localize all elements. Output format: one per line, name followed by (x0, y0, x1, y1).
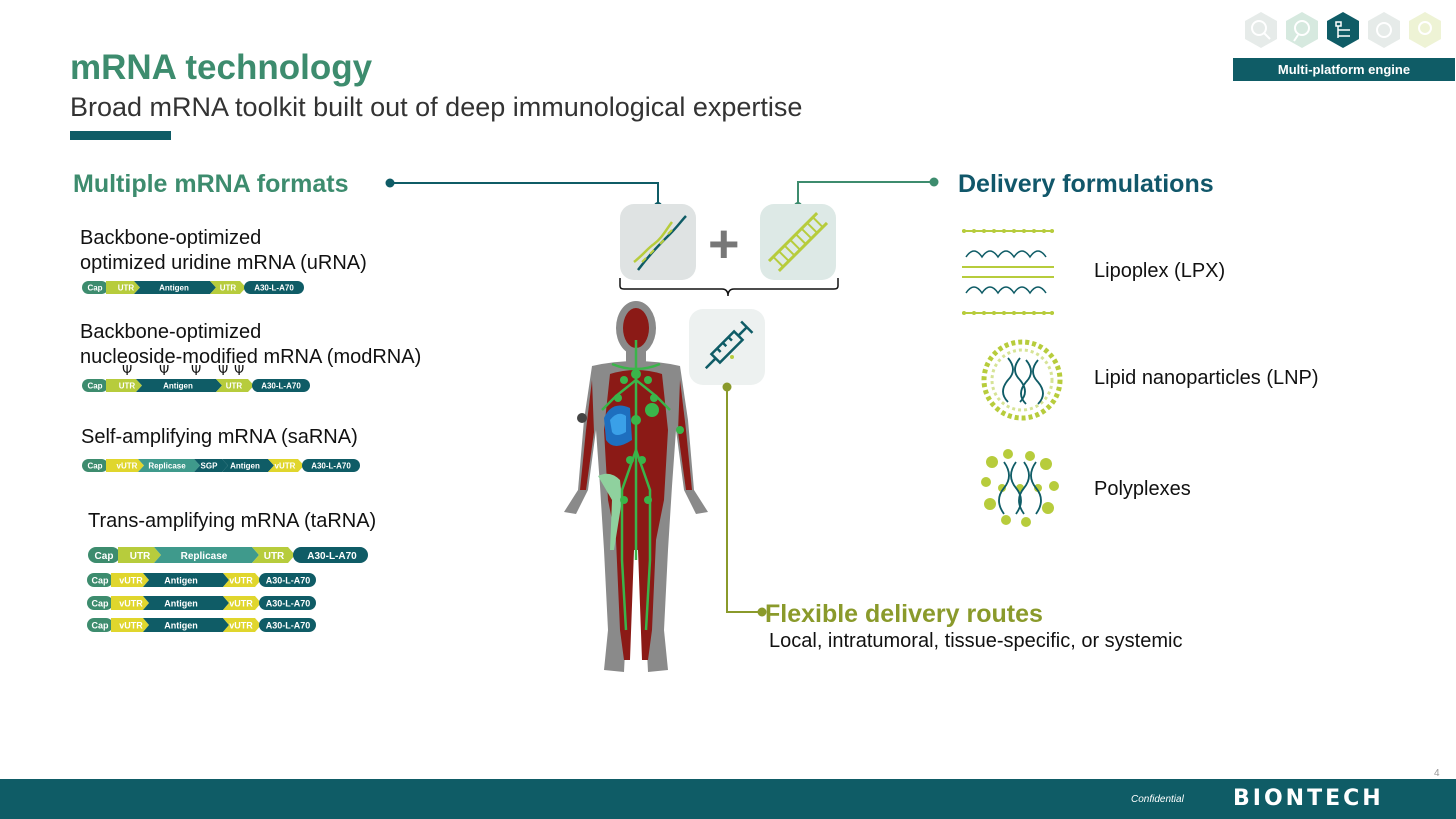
routes-heading: Flexible delivery routes (765, 600, 1043, 628)
psi-mark-5: Ψ (234, 364, 245, 379)
lipid-bilayer-icon (767, 211, 829, 273)
urna-seg-cap: Cap (87, 284, 102, 293)
sarna-seg-antigen: Antigen (230, 462, 260, 471)
mrna-strand-icon (633, 215, 687, 271)
syringe-icon (704, 320, 754, 370)
tarna-antigen-construct-1: Cap vUTR Antigen vUTR A30-L-A70 (87, 573, 316, 587)
confidential-label: Confidential (1131, 794, 1184, 805)
modrna-seg-utr3: UTR (226, 382, 243, 391)
lipoplex-icon (962, 229, 1054, 315)
platform-icon-active (1327, 12, 1359, 48)
urna-seg-tail: A30-L-A70 (254, 284, 294, 293)
tarna-rep-seg-utr3: UTR (264, 551, 285, 562)
syringe-tile (689, 309, 765, 385)
modrna-line2: nucleoside-modified mRNA (modRNA) (80, 346, 422, 368)
formats-heading: Multiple mRNA formats (73, 170, 349, 198)
psi-mark-4: Ψ (218, 364, 229, 379)
psi-mark-2: Ψ (159, 364, 170, 379)
modrna-construct: Cap UTR Antigen UTR A30-L-A70 (82, 379, 310, 392)
tarna-ag2-seg-vutr3: vUTR (229, 599, 253, 609)
tarna-ag3-seg-antigen: Antigen (164, 621, 198, 631)
platform-icon-4 (1368, 12, 1400, 48)
tarna-ag3-seg-tail: A30-L-A70 (266, 621, 311, 631)
tarna-ag2-seg-vutr5: vUTR (119, 599, 143, 609)
human-body-illustration (564, 301, 708, 672)
tarna-rep-seg-cap: Cap (95, 551, 114, 562)
delivery-item-lnp: Lipid nanoparticles (LNP) (1094, 367, 1319, 389)
modrna-label: Backbone-optimized nucleoside-modified m… (80, 320, 421, 370)
modrna-seg-cap: Cap (87, 382, 102, 391)
platform-icon-5 (1409, 12, 1441, 48)
footer-bar (0, 779, 1456, 819)
tarna-antigen-construct-2: Cap vUTR Antigen vUTR A30-L-A70 (87, 596, 316, 610)
platform-label: Multi-platform engine (1233, 58, 1455, 81)
biontech-logo: BIONTECH (1233, 786, 1384, 811)
tarna-ag3-seg-vutr3: vUTR (229, 621, 253, 631)
tarna-ag3-seg-cap: Cap (91, 621, 109, 631)
urna-label: Backbone-optimized optimized uridine mRN… (80, 226, 367, 276)
sarna-seg-cap: Cap (87, 462, 102, 471)
tarna-ag2-seg-antigen: Antigen (164, 599, 198, 609)
page-title: mRNA technology (70, 48, 373, 87)
modrna-seg-antigen: Antigen (163, 382, 193, 391)
delivery-item-lpx: Lipoplex (LPX) (1094, 260, 1226, 282)
modrna-seg-tail: A30-L-A70 (261, 382, 301, 391)
tarna-ag3-seg-vutr5: vUTR (119, 621, 143, 631)
lnp-icon (981, 339, 1063, 421)
routes-text: Local, intratumoral, tissue-specific, or… (769, 630, 1183, 652)
tarna-ag1-seg-cap: Cap (91, 576, 109, 586)
delivery-item-polyplex: Polyplexes (1094, 478, 1191, 500)
tarna-ag1-seg-antigen: Antigen (164, 576, 198, 586)
tarna-ag2-seg-cap: Cap (91, 599, 109, 609)
sarna-seg-tail: A30-L-A70 (311, 462, 351, 471)
tarna-ag1-seg-vutr5: vUTR (119, 576, 143, 586)
sarna-seg-vutr5: vUTR (117, 462, 138, 471)
sarna-seg-replicase: Replicase (148, 462, 186, 471)
mrna-tile (620, 204, 696, 280)
tarna-ag1-seg-vutr3: vUTR (229, 576, 253, 586)
modrna-line1: Backbone-optimized (80, 321, 262, 343)
urna-line1: Backbone-optimized (80, 227, 262, 249)
modrna-seg-utr5: UTR (119, 382, 136, 391)
delivery-heading: Delivery formulations (958, 170, 1214, 198)
bracket (619, 278, 839, 297)
platform-icon-1 (1245, 12, 1277, 48)
sarna-seg-sgp: SGP (201, 462, 219, 471)
sarna-label: Self-amplifying mRNA (saRNA) (81, 426, 358, 448)
psi-mark-3: Ψ (191, 364, 202, 379)
urna-line2: optimized uridine mRNA (uRNA) (80, 252, 367, 274)
sarna-construct: Cap vUTR Replicase SGP Antigen vUTR A30-… (82, 459, 360, 472)
tarna-rep-seg-tail: A30-L-A70 (307, 551, 357, 562)
routes-connector (722, 382, 767, 617)
urna-seg-utr3: UTR (220, 284, 237, 293)
polyplex-icon (981, 449, 1059, 527)
lipid-tile (760, 204, 836, 280)
urna-seg-utr5: UTR (118, 284, 135, 293)
sarna-seg-vutr3: vUTR (275, 462, 296, 471)
page-subtitle: Broad mRNA toolkit built out of deep imm… (70, 92, 803, 122)
psi-mark-1: Ψ (122, 364, 133, 379)
tarna-rep-seg-utr5: UTR (130, 551, 151, 562)
urna-seg-antigen: Antigen (159, 284, 189, 293)
tarna-ag2-seg-tail: A30-L-A70 (266, 599, 311, 609)
tarna-label: Trans-amplifying mRNA (taRNA) (88, 510, 377, 532)
plus-sign: + (708, 214, 740, 274)
platform-nav (1238, 0, 1456, 56)
platform-icon-2 (1286, 12, 1318, 48)
tarna-rep-seg-replicase: Replicase (181, 551, 228, 562)
tarna-ag1-seg-tail: A30-L-A70 (266, 576, 311, 586)
page-number: 4 (1434, 768, 1440, 779)
title-underline (70, 131, 171, 140)
tarna-replicase-construct: Cap UTR Replicase UTR A30-L-A70 (88, 547, 368, 563)
tarna-antigen-construct-3: Cap vUTR Antigen vUTR A30-L-A70 (87, 618, 316, 632)
urna-construct: Cap UTR Antigen UTR A30-L-A70 (82, 281, 304, 294)
